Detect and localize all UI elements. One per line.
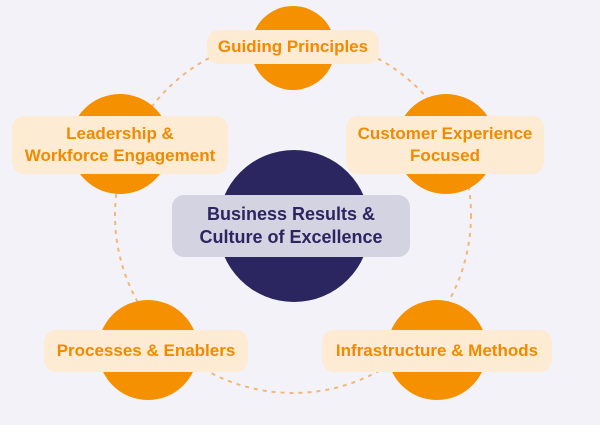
customer-experience-text-line1: Customer Experience [357,124,533,143]
processes-enablers-text: Processes & Enablers [56,341,236,360]
center-label: Business Results & Culture of Excellence [172,195,410,257]
leadership-text-line2: Workforce Engagement [24,146,216,165]
guiding-principles-text: Guiding Principles [217,37,369,56]
node-label-processes-enablers: Processes & Enablers [44,330,248,372]
node-label-leadership: Leadership & Workforce Engagement [12,116,228,174]
customer-experience-text-line2: Focused [410,146,480,165]
node-label-customer-experience: Customer Experience Focused [346,116,544,174]
node-label-guiding-principles: Guiding Principles [207,30,379,64]
leadership-text-line1: Leadership & [66,124,174,143]
node-label-infrastructure-methods: Infrastructure & Methods [322,330,552,372]
center-text-line1: Business Results & [206,204,376,224]
infrastructure-methods-text: Infrastructure & Methods [335,341,539,360]
center-text-line2: Culture of Excellence [199,227,383,247]
